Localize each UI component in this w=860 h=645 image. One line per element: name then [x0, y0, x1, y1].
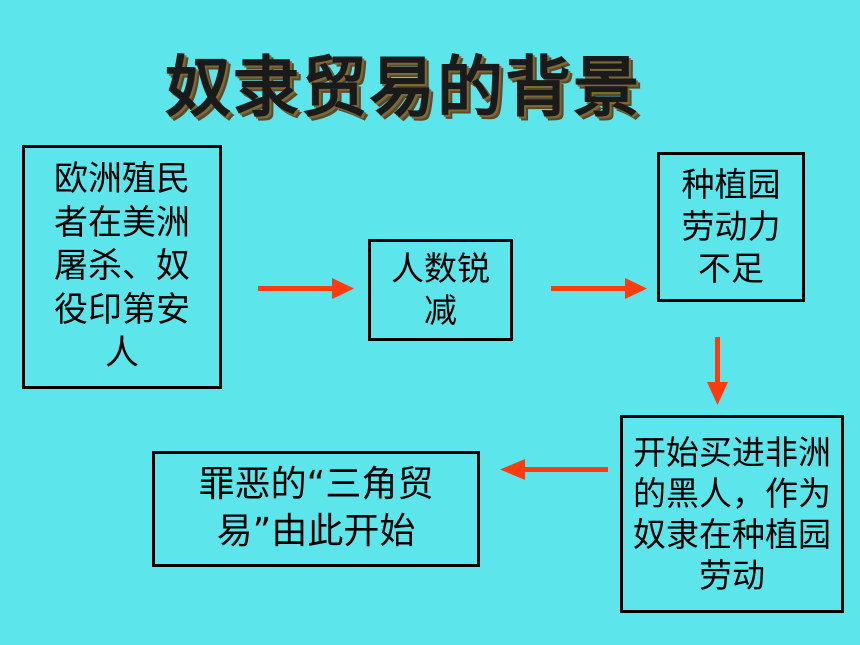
arrow-down	[707, 337, 728, 405]
box-colonists-text: 欧洲殖民者在美洲屠杀、奴役印第安人	[54, 159, 190, 374]
arrow-left	[500, 459, 608, 480]
box-buy-african-slaves-text: 开始买进非洲的黑人，作为奴隶在种植园劳动	[633, 432, 831, 596]
box-population-decline-text: 人数锐减	[391, 248, 490, 330]
box-triangle-trade-text: 罪恶的“三角贸易”由此开始	[198, 464, 434, 552]
arrow-right-2	[551, 278, 647, 299]
box-labor-shortage-text: 种植园劳动力不足	[681, 164, 781, 289]
page-title: 奴隶贸易的背景	[165, 49, 641, 126]
box-labor-shortage: 种植园劳动力不足	[657, 152, 805, 302]
arrow-right-1	[258, 278, 354, 299]
box-triangle-trade: 罪恶的“三角贸易”由此开始	[152, 451, 480, 567]
box-population-decline: 人数锐减	[368, 239, 513, 341]
box-colonists: 欧洲殖民者在美洲屠杀、奴役印第安人	[22, 145, 222, 389]
box-buy-african-slaves: 开始买进非洲的黑人，作为奴隶在种植园劳动	[620, 415, 844, 613]
